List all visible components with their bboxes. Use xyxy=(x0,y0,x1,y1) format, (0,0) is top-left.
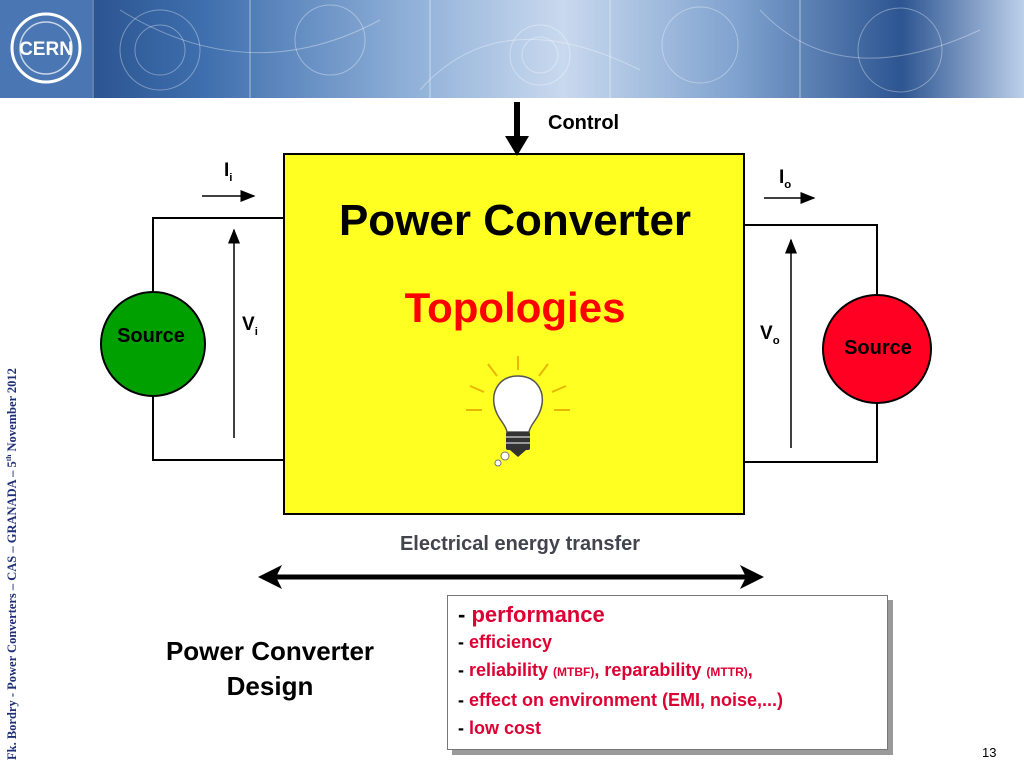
energy-transfer-label: Electrical energy transfer xyxy=(399,533,641,555)
source-left-label: Source xyxy=(117,325,185,347)
header-banner: CERN xyxy=(0,0,1024,98)
left-wire-top xyxy=(152,217,284,302)
source-right-label: Source xyxy=(844,337,912,359)
design-criteria-box: - performance - efficiency - reliability… xyxy=(447,595,888,750)
source-right-circle xyxy=(822,294,932,404)
list-item: - reliability (MTBF), reparability (MTTR… xyxy=(458,660,753,680)
particle-track-image xyxy=(0,0,981,98)
list-item: - low cost xyxy=(458,718,542,738)
converter-block xyxy=(283,153,745,515)
lightbulb-icon xyxy=(466,356,570,467)
cern-logo-text: CERN xyxy=(19,39,73,60)
right-wire-bottom xyxy=(744,398,878,463)
cern-logo: CERN xyxy=(10,12,82,84)
output-voltage-label: Vo xyxy=(760,323,780,347)
diagram-subtitle: Topologies xyxy=(404,284,626,331)
design-label-line2: Design xyxy=(226,671,314,701)
list-item: - performance xyxy=(458,602,605,627)
right-wire-top xyxy=(744,224,878,300)
page-number: 13 xyxy=(982,745,997,760)
list-item: - efficiency xyxy=(458,632,553,652)
control-label: Control xyxy=(548,112,620,134)
input-voltage-label: Vi xyxy=(242,314,258,338)
diagram-title: Power Converter xyxy=(338,196,692,245)
input-current-label: Ii xyxy=(224,160,233,184)
design-label-line1: Power Converter xyxy=(165,636,375,666)
left-wire-bottom xyxy=(152,388,284,461)
output-current-label: Io xyxy=(779,167,792,191)
design-label: Power Converter Design xyxy=(130,634,410,704)
list-item: - effect on environment (EMI, noise,...) xyxy=(458,690,784,710)
source-left-circle xyxy=(100,291,206,397)
